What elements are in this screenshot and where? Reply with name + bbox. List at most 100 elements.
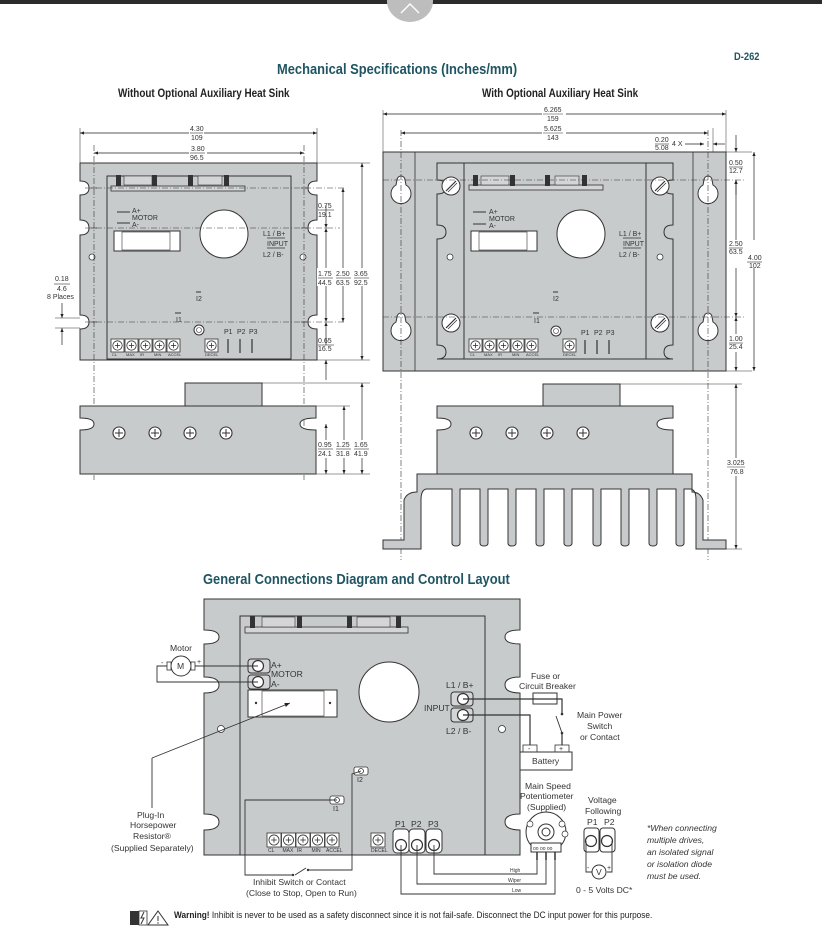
warning-body: Inhibit is never to be used as a safety … <box>209 910 653 920</box>
label-a-minus: A- <box>132 222 140 229</box>
drive-side-view-with-heatsink: 3.025 76.8 <box>382 383 748 550</box>
conn-label-a-plus: A+ <box>271 660 282 670</box>
hs-label-motor: MOTOR <box>489 216 515 223</box>
battery-minus: - <box>528 746 531 753</box>
inhibit-label-1: Inhibit Switch or Contact <box>253 877 346 887</box>
footnote-line-4: or isolation diode <box>647 859 712 869</box>
dim-hs-width-mm: 159 <box>547 116 559 123</box>
footnote-line-2: multiple drives, <box>647 835 704 845</box>
chevron-up-icon <box>400 3 420 14</box>
resistor-label-3: Resistor® <box>133 831 172 841</box>
dim-hs-slot-note: 4 X <box>672 141 683 148</box>
trimpot-ir[interactable]: IR <box>496 338 511 357</box>
connections-title: General Connections Diagram and Control … <box>203 571 510 588</box>
trimpot-decel[interactable]: DECEL <box>562 338 577 357</box>
voltmeter-symbol: V <box>596 867 602 877</box>
dim-overall-width-mm: 109 <box>191 135 203 142</box>
dim-hs-holes-mm: 143 <box>547 135 559 142</box>
vf-label-1: Voltage <box>588 795 617 805</box>
trimpot-max[interactable]: MAX <box>124 338 139 357</box>
drive-top-view-with-heatsink: A+ MOTOR A- L1 / B+ INPUT L2 / B- I2 I1 … <box>382 151 727 372</box>
dim-hs-side-mm: 76.8 <box>730 469 744 476</box>
trimpot-cl[interactable]: CL <box>110 338 125 357</box>
trimpot-cl[interactable]: CL <box>266 832 282 854</box>
inhibit-switch-icon <box>294 867 307 876</box>
trimpot-label: MIN <box>312 848 322 854</box>
dim-side-slot-in: 0.95 <box>318 442 332 449</box>
trimpot-accel[interactable]: ACCEL <box>324 832 343 854</box>
dim-side-total-in: 1.65 <box>354 442 368 449</box>
trimpot-min[interactable]: MIN <box>510 338 525 357</box>
vf-label-p1: P1 <box>587 817 598 827</box>
pot-label-2: Potentiometer <box>520 791 574 801</box>
trimpot-accel[interactable]: ACCEL <box>166 338 182 357</box>
warning-text: Warning! Inhibit is never to be used as … <box>174 910 652 920</box>
dim-hs-slot-in: 0.20 <box>655 137 669 144</box>
vf-label-p2: P2 <box>604 817 615 827</box>
vf-plus: + <box>607 865 611 872</box>
dim-bottom-hole-in: 0.65 <box>318 338 332 345</box>
pot-low-label: Low <box>512 888 522 894</box>
trimpot-accel[interactable]: ACCEL <box>524 338 540 357</box>
scroll-up-button[interactable] <box>387 0 433 22</box>
warning-triangle-icon <box>147 910 169 926</box>
trimpot-label: ACCEL <box>526 352 540 357</box>
footnote-line-5: must be used. <box>647 871 701 881</box>
trimpot-label: MAX <box>283 848 295 854</box>
dim-height-in: 3.65 <box>354 271 368 278</box>
trimpot-ir[interactable]: IR <box>295 832 311 854</box>
battery-plus: + <box>559 746 563 753</box>
label-input: INPUT <box>267 241 289 248</box>
dim-mid-in: 1.75 <box>318 271 332 278</box>
label-l2: L2 / B- <box>263 252 284 259</box>
dim-slot-mm: 4.6 <box>57 286 67 293</box>
hs-label-i1: I1 <box>534 318 540 325</box>
trimpot-min[interactable]: MIN <box>310 832 325 854</box>
dim-hs-height-in: 4.00 <box>748 255 762 262</box>
label-motor: MOTOR <box>132 215 158 222</box>
dim-height-mm: 92.5 <box>354 280 368 287</box>
keyhole-slot <box>697 312 719 342</box>
mechanical-specs-title: Mechanical Specifications (Inches/mm) <box>277 61 518 78</box>
trimpot-max[interactable]: MAX <box>281 832 296 854</box>
dim-hole-width-mm: 96.5 <box>190 155 204 162</box>
trimpot-decel[interactable]: DECEL <box>204 338 219 357</box>
dim-hs-top-in: 0.50 <box>729 160 743 167</box>
trimpot-label: DECEL <box>205 352 219 357</box>
dim-hs-top-mm: 12.7 <box>729 168 743 175</box>
label-i2: I2 <box>196 296 202 303</box>
page-code: D-262 <box>734 51 760 63</box>
dim-side-slot-mm: 24.1 <box>318 451 332 458</box>
footnote-line-1: *When connecting <box>647 823 717 833</box>
dim-overall-width-in: 4.30 <box>190 126 204 133</box>
hs-label-i2: I2 <box>553 296 559 303</box>
dim-side-body-mm: 31.8 <box>336 451 350 458</box>
dim-side-total-mm: 41.9 <box>354 451 368 458</box>
trimpot-label: IR <box>498 352 502 357</box>
conn-label-p2: P2 <box>411 819 422 829</box>
trimpot-decel[interactable]: DECEL <box>370 832 388 854</box>
svg-text:oo oo oo: oo oo oo <box>533 846 553 852</box>
dim-mid-mm: 44.5 <box>318 280 332 287</box>
warning-icons <box>130 910 169 926</box>
trimpot-ir[interactable]: IR <box>138 338 153 357</box>
label-i1: I1 <box>176 317 182 324</box>
trimpot-cl[interactable]: CL <box>468 338 483 357</box>
without-heatsink-subtitle: Without Optional Auxiliary Heat Sink <box>118 88 290 100</box>
switch-label-2: Switch <box>587 721 613 731</box>
trimpot-label: IR <box>297 848 302 854</box>
switch-label-3: or Contact <box>580 732 620 742</box>
hs-label-input: INPUT <box>623 241 645 248</box>
trimpot-max[interactable]: MAX <box>482 338 497 357</box>
battery-label: Battery <box>532 756 560 766</box>
trimpot-label: CL <box>112 352 118 357</box>
trimpot-min[interactable]: MIN <box>152 338 167 357</box>
trimpot-label: DECEL <box>371 848 388 854</box>
dim-slot-note: 8 Places <box>47 294 74 301</box>
footnote-line-3: an isolated signal <box>647 847 714 857</box>
trimpot-label: MIN <box>154 352 161 357</box>
trimpot-label: DECEL <box>563 352 577 357</box>
dim-hs-height-mm: 102 <box>749 263 761 270</box>
motor-symbol: M <box>177 661 184 671</box>
